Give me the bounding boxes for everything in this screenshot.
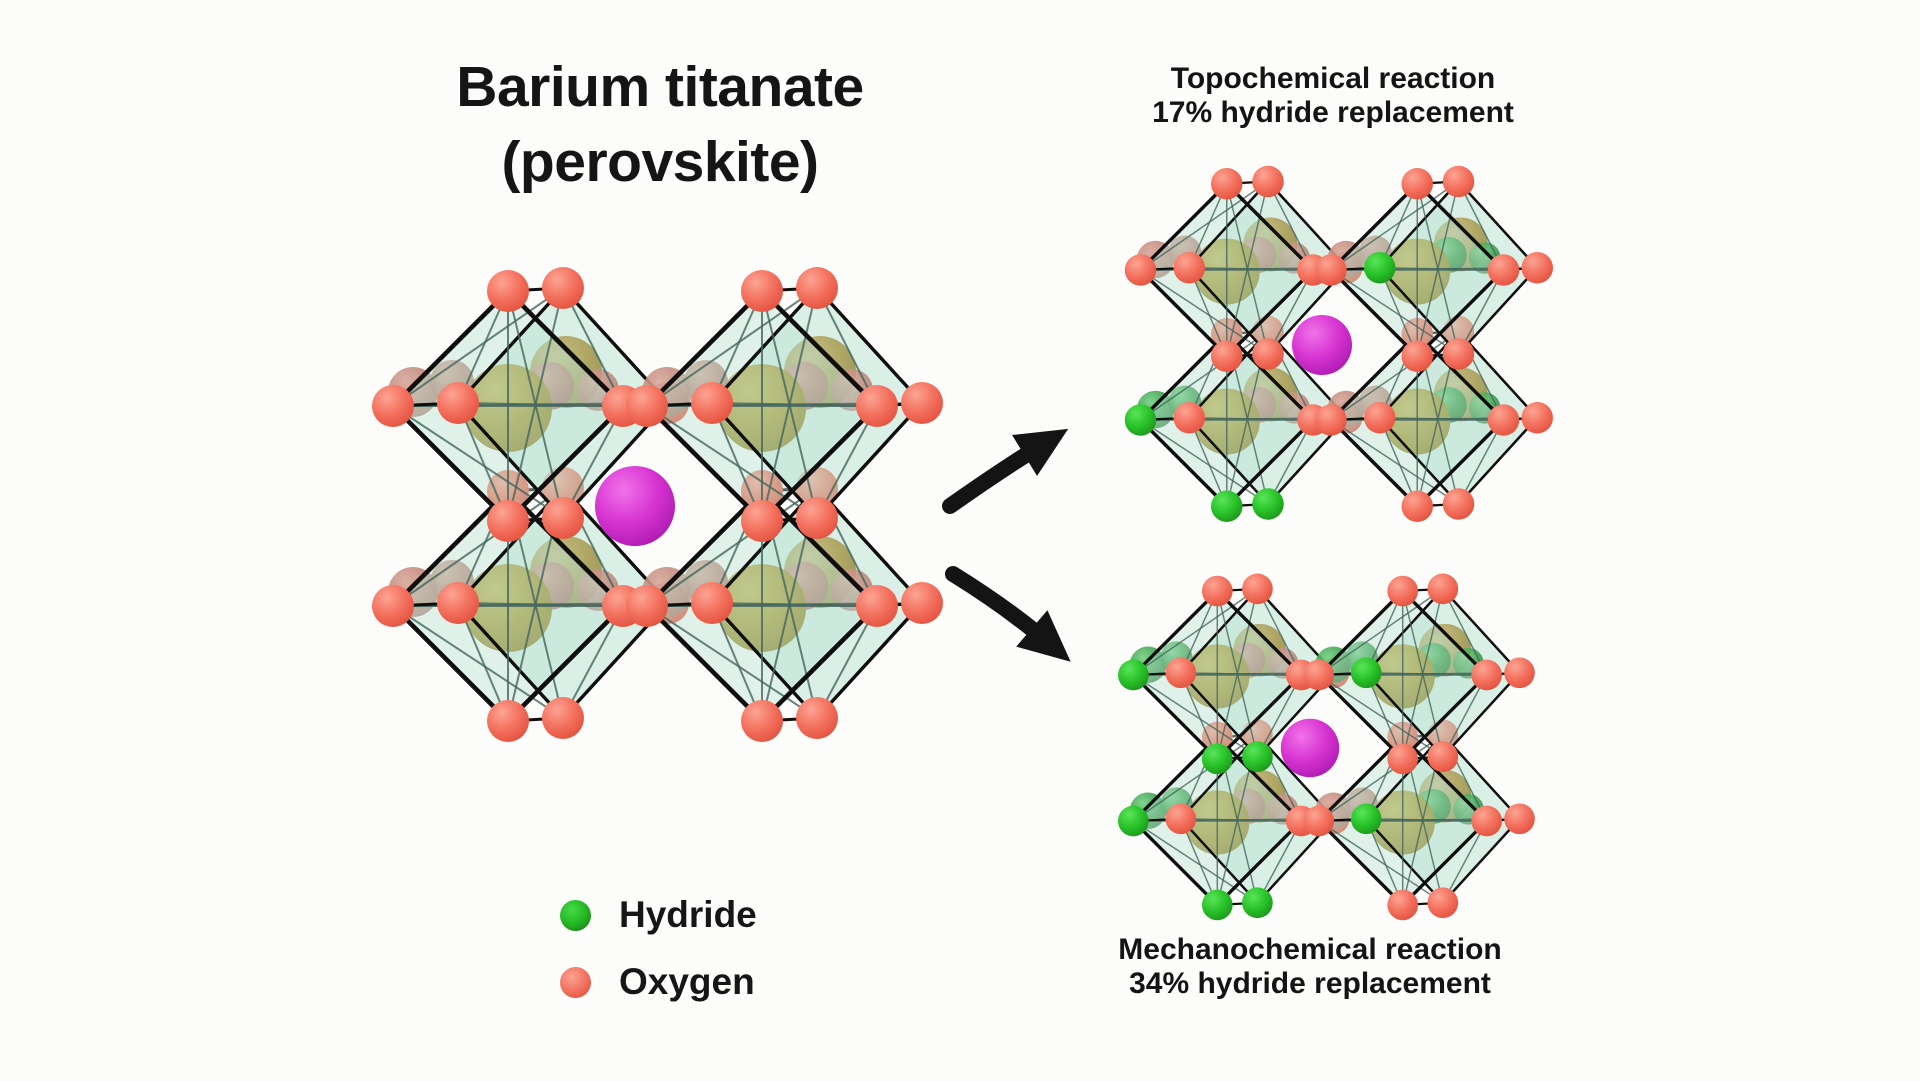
mechanochemical-product-structure	[1118, 573, 1535, 921]
topochemical-label-line-2: 17% hydride replacement	[1152, 96, 1514, 129]
octahedron-unit-TR	[1315, 165, 1553, 372]
mechanochemical-label-line-1: Mechanochemical reaction	[1118, 933, 1502, 966]
title-line-2: (perovskite)	[501, 130, 819, 195]
topochemical-label-line-1: Topochemical reaction	[1170, 62, 1496, 95]
topochemical-label: Topochemical reaction 17% hydride replac…	[1073, 62, 1593, 130]
legend: Hydride Oxygen	[560, 892, 757, 1005]
arrow-to-topochemical	[942, 428, 1069, 514]
topochemical-product-structure	[1124, 165, 1553, 522]
octahedron-unit-TL	[1118, 573, 1350, 775]
octahedron-unit-TL	[1124, 165, 1363, 372]
title-line-1: Barium titanate	[456, 55, 864, 119]
octahedron-unit-BR	[1315, 315, 1553, 522]
arrow-to-mechanochemical	[945, 566, 1071, 662]
octahedron-unit-BR	[1303, 719, 1535, 921]
oxygen-label: Oxygen	[619, 961, 755, 1002]
octahedron-unit-TR	[1303, 573, 1535, 775]
barium-titanate-structure	[372, 267, 943, 742]
oxygen-sphere-icon	[560, 966, 591, 998]
octahedron-unit-TR	[626, 267, 943, 542]
mechanochemical-label-line-2: 34% hydride replacement	[1129, 967, 1491, 1000]
legend-item-oxygen: Oxygen	[560, 959, 757, 1005]
page-title: Barium titanate (perovskite)	[300, 50, 1020, 200]
hydride-sphere-icon	[560, 899, 591, 931]
hydride-label: Hydride	[619, 894, 757, 935]
legend-item-hydride: Hydride	[560, 892, 757, 938]
mechanochemical-label: Mechanochemical reaction 34% hydride rep…	[1050, 933, 1570, 1001]
